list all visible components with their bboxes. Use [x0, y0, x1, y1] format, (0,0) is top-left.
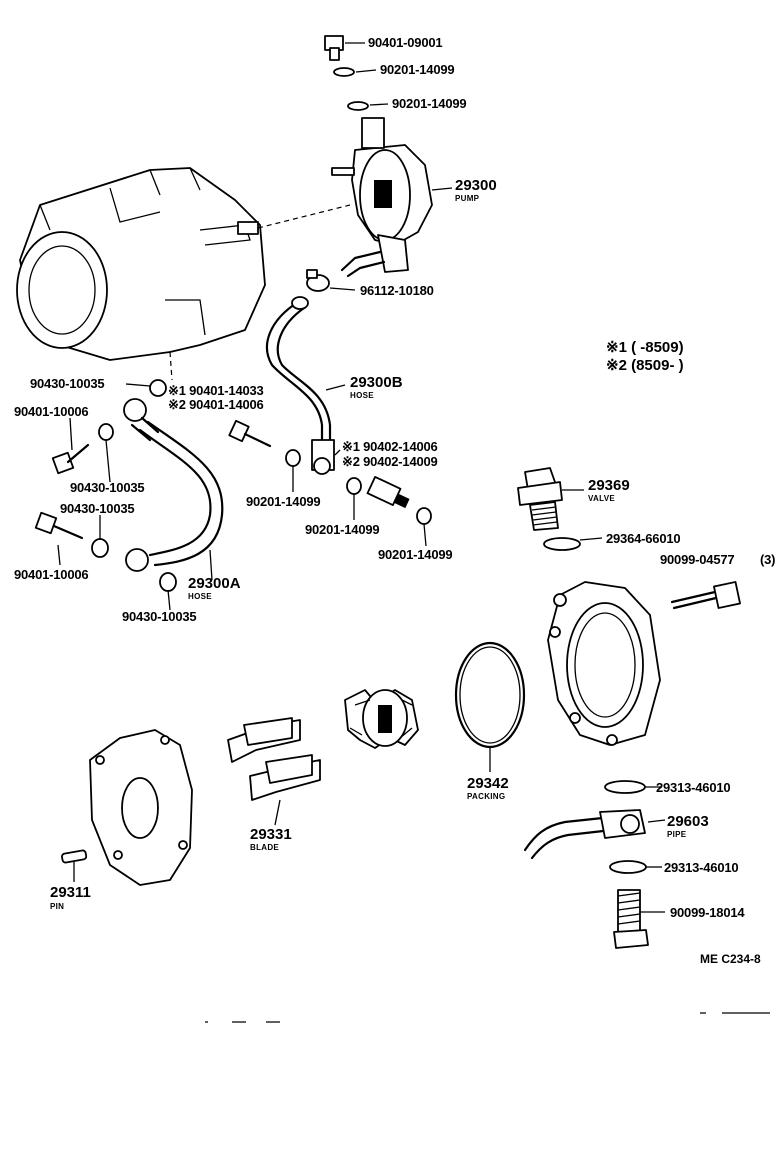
union-bolt — [366, 476, 410, 509]
part-name: BLADE — [250, 843, 280, 852]
part-name: VALVE — [588, 494, 615, 503]
legend-row-1: ※1 ( -8509) — [606, 339, 684, 356]
rotor — [344, 689, 419, 749]
part-number: 90201-14099 — [305, 522, 380, 537]
part-number: 90201-14099 — [392, 96, 467, 111]
quantity: (3) — [760, 552, 776, 567]
part-number: 90430-10035 — [70, 480, 145, 495]
leader-lines — [57, 42, 666, 913]
part-number-alt: ※1 90402-14006 — [342, 439, 438, 454]
part-number: 29300 — [455, 177, 497, 194]
washer — [149, 379, 167, 397]
part-number: 90401-10006 — [14, 404, 89, 419]
part-number: 90099-18014 — [670, 905, 745, 920]
part-number: 29369 — [588, 477, 630, 494]
blades — [227, 717, 321, 801]
part-number: 90430-10035 — [122, 609, 197, 624]
legend-row-2: ※2 (8509- ) — [606, 357, 684, 374]
part-number: 29364-66010 — [606, 531, 681, 546]
hose-clamp — [306, 269, 330, 292]
alternator-housing — [16, 167, 266, 361]
part-name: PUMP — [455, 194, 480, 203]
part-number: 29313-46010 — [664, 860, 739, 875]
part-number: 90201-14099 — [380, 62, 455, 77]
hose-29300a — [138, 428, 212, 557]
part-name: PACKING — [467, 792, 506, 801]
part-number-alt: ※2 90401-14006 — [168, 397, 264, 412]
bolt-90099-04577 — [670, 581, 741, 610]
part-name: PIPE — [667, 830, 687, 839]
part-name: PIN — [50, 902, 65, 911]
part-number: 96112-10180 — [360, 283, 434, 298]
washer — [347, 101, 369, 111]
part-number: 29331 — [250, 826, 292, 843]
washer — [333, 67, 355, 77]
pin — [61, 849, 88, 864]
part-number: 90099-04577 — [660, 552, 735, 567]
part-number: 29300B — [350, 374, 403, 391]
hose-29300b — [265, 300, 324, 447]
part-number: 29300A — [188, 575, 241, 592]
union-bolt — [34, 511, 84, 540]
part-number: 29603 — [667, 813, 709, 830]
union-fitting — [311, 439, 335, 475]
pipe — [523, 809, 646, 860]
part-number: 29313-46010 — [656, 780, 731, 795]
part-name: HOSE — [188, 592, 212, 601]
bolt-90401-09001 — [324, 35, 344, 61]
part-name: HOSE — [350, 391, 374, 400]
vacuum-pump — [331, 117, 433, 278]
part-number: 90430-10035 — [60, 501, 135, 516]
end-plate — [89, 729, 193, 886]
union-bolt — [228, 419, 272, 448]
union-bolt-90099-18014 — [613, 889, 649, 949]
diagram-code: ME C234-8 — [700, 952, 761, 966]
check-valve — [517, 467, 563, 531]
packing-ring — [454, 641, 526, 749]
part-number-alt: ※2 90402-14009 — [342, 454, 438, 469]
part-number: 90401-10006 — [14, 567, 89, 582]
part-number-alt: ※1 90401-14033 — [168, 383, 264, 398]
part-number: 90201-14099 — [246, 494, 321, 509]
part-number: 90430-10035 — [30, 376, 105, 391]
part-number: 29342 — [467, 775, 509, 792]
part-number: 29311 — [50, 884, 91, 901]
union-bolt — [51, 443, 90, 475]
pump-housing — [547, 581, 661, 746]
part-number: 90401-09001 — [368, 35, 443, 50]
part-number: 90201-14099 — [378, 547, 453, 562]
